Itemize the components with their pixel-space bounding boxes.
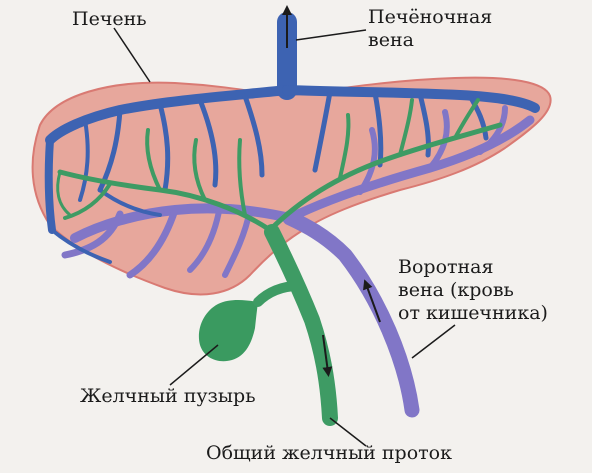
portal-vein-label-line-1: Воротная [398,256,548,279]
cystic-duct [258,286,298,302]
common-bile-duct [272,232,330,418]
portal-vein-label-line-3: от кишечника) [398,302,548,325]
common-bile-duct-label: Общий желчный проток [206,442,452,465]
hepatic-vein-leader [296,30,366,40]
liver-leader [114,28,150,82]
hepatic-vein-label-line-1: Печёночная [368,6,492,29]
gallbladder-shape [199,300,258,361]
portal-vein-leader [412,325,455,358]
portal-vein-label-line-2: вена (кровь [398,279,548,302]
hepatic-vein-label: Печёночная вена [368,6,492,52]
liver-label: Печень [72,8,147,31]
portal-vein-label: Воротная вена (кровь от кишечника) [398,256,548,325]
gallbladder-leader [170,345,218,385]
gallbladder-label: Желчный пузырь [80,385,256,408]
hepatic-vein-label-line-2: вена [368,29,492,52]
